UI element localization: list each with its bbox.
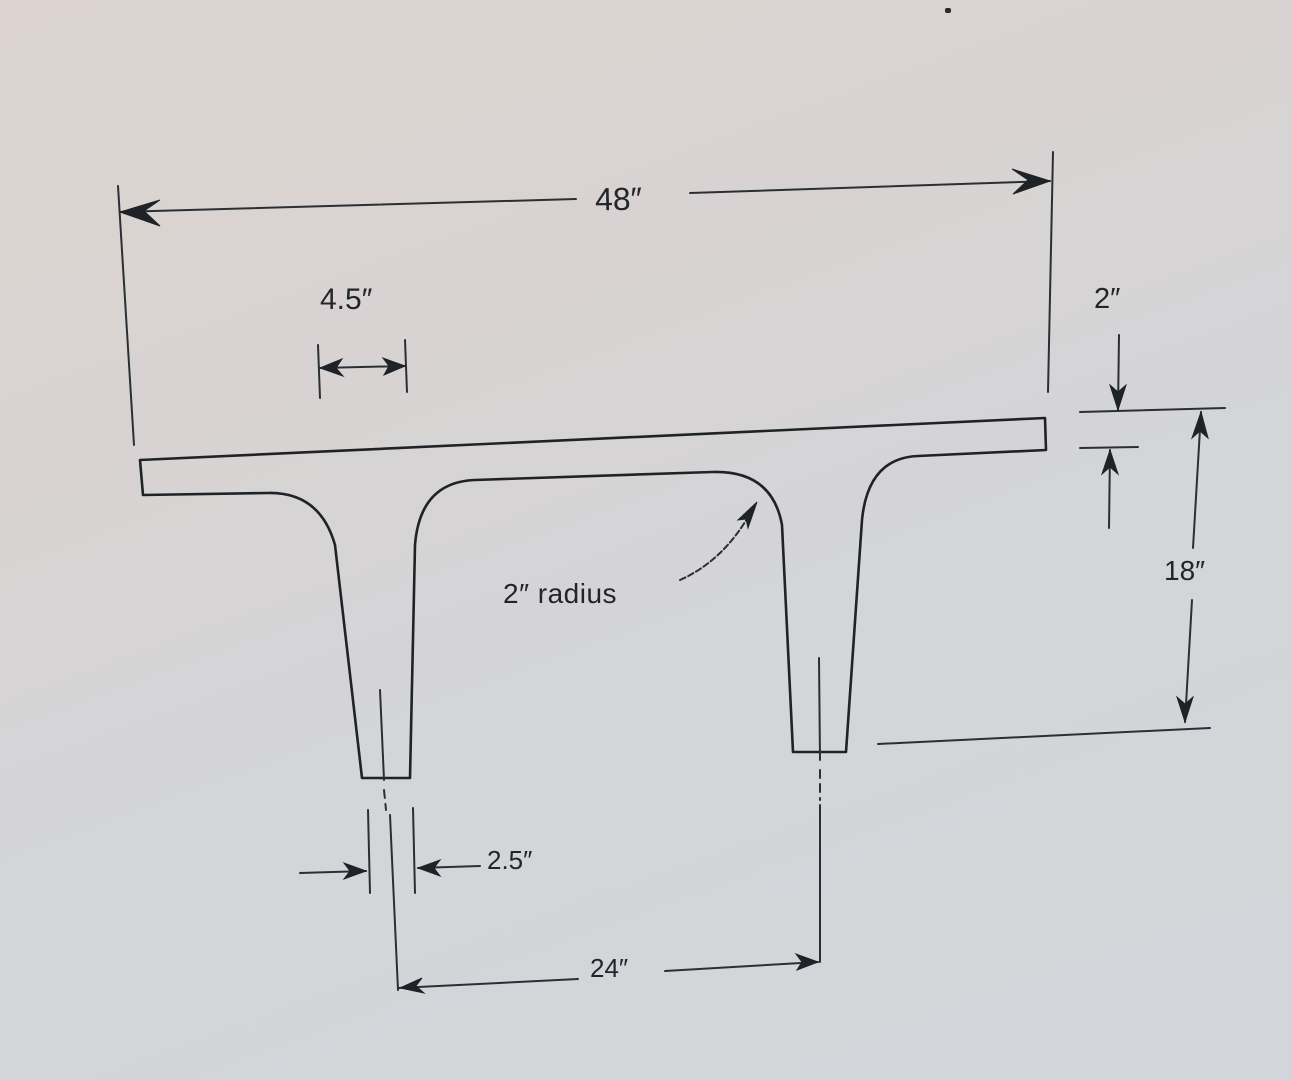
arrow-left-icon (118, 199, 161, 227)
dimension-4-5in (317, 339, 408, 399)
dimension-label-18in: 18″ (1164, 555, 1206, 586)
arrow-down-icon (1108, 383, 1128, 412)
arrow-right-icon (794, 952, 820, 971)
web-centerlines (379, 657, 821, 991)
dimension-label-48in: 48″ (594, 180, 643, 218)
radius-leader (679, 501, 758, 581)
arrow-down-icon (1175, 695, 1195, 724)
screen-speck (945, 8, 951, 13)
dimension-24in (397, 952, 820, 994)
dimension-label-2in-flange: 2″ (1094, 283, 1121, 315)
dimension-2in-flange (1079, 334, 1226, 529)
dimension-2-5in (299, 807, 481, 894)
dimension-label-4-5in: 4.5″ (320, 283, 373, 316)
arrow-left-icon (416, 858, 442, 878)
arrow-left-icon (318, 357, 345, 378)
beam-outline (138, 416, 1048, 780)
dimension-48in (117, 151, 1054, 446)
arrow-right-icon (342, 861, 368, 881)
dimension-label-radius: 2″ radius (503, 578, 618, 609)
dimension-18in (877, 410, 1211, 745)
arrow-up-right-icon (736, 501, 758, 530)
arrow-right-icon (1011, 168, 1052, 195)
arrow-right-icon (381, 356, 407, 377)
arrow-up-icon (1100, 448, 1120, 476)
arrow-up-icon (1190, 410, 1209, 440)
dimension-label-24in: 24″ (590, 953, 629, 983)
dimension-label-2-5in: 2.5″ (487, 845, 533, 875)
arrow-left-icon (398, 977, 426, 994)
